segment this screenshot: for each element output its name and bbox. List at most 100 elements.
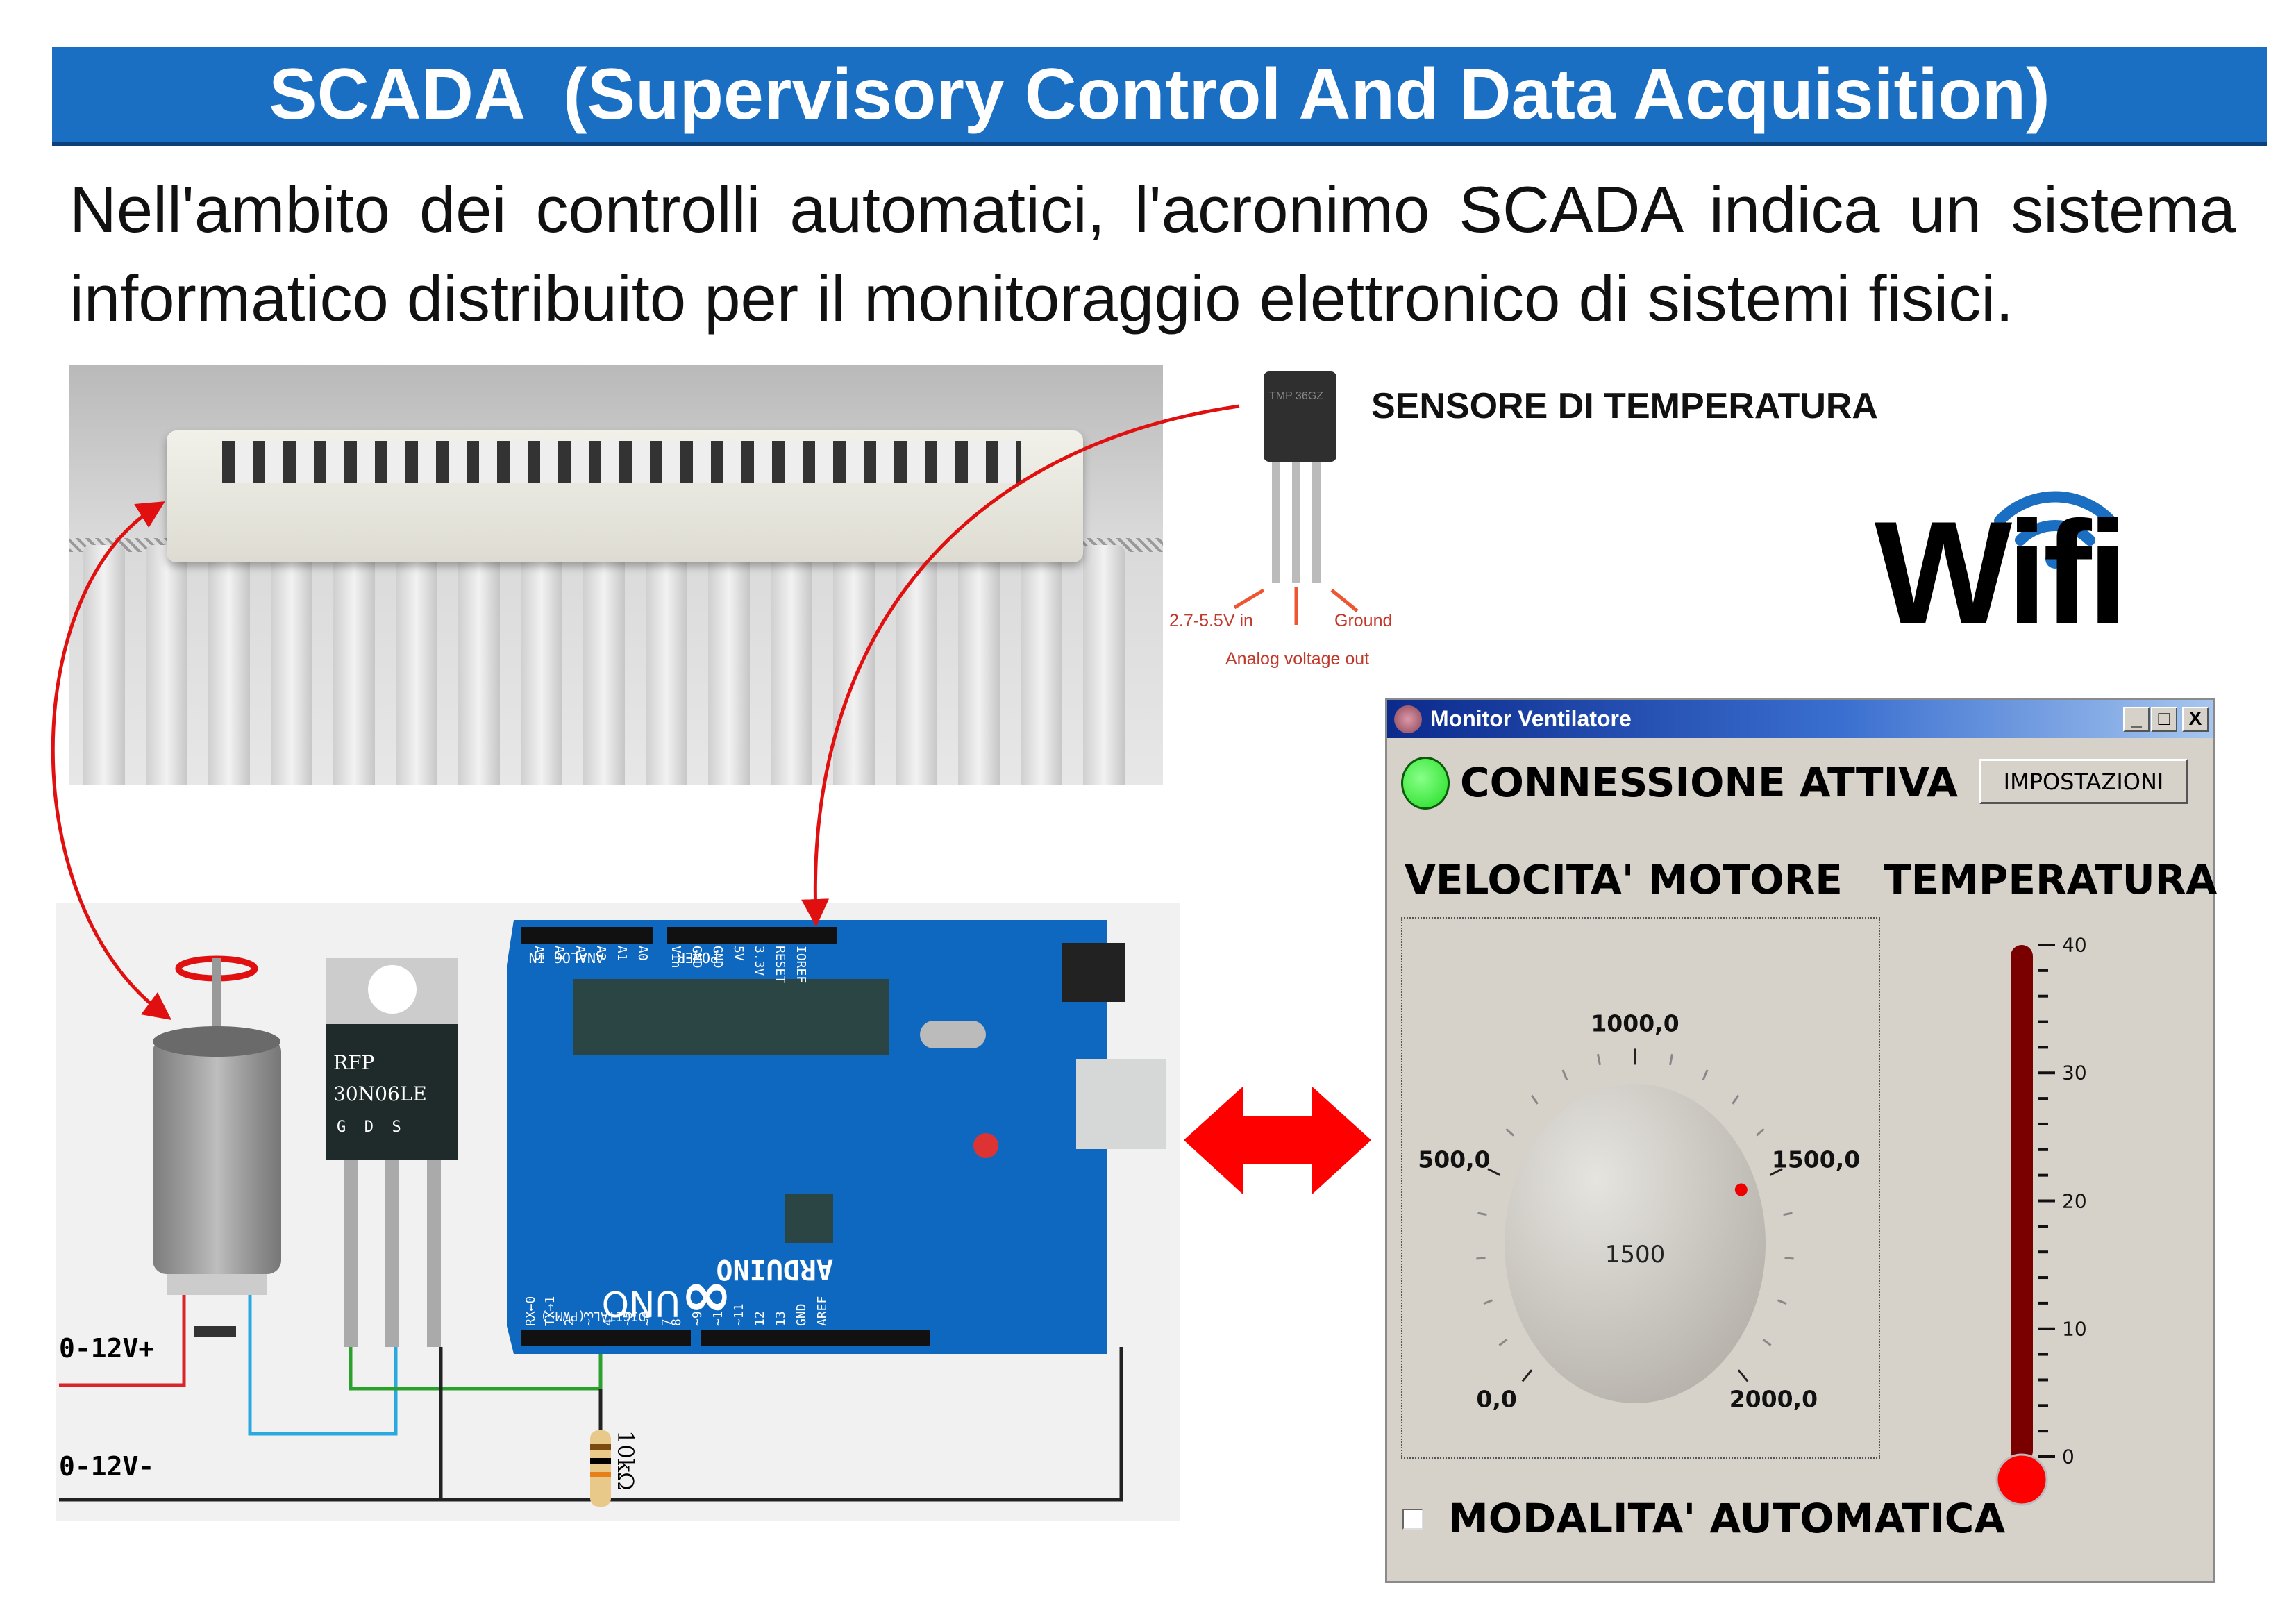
pin-label: A0 [635,946,650,961]
resistor [590,1430,611,1507]
pin-label: Vin [669,946,683,969]
mosfet-line1: RFP [333,1051,374,1074]
thermometer-tube [2011,945,2033,1462]
sensor-label: SENSORE DI TEMPERATURA [1371,386,1878,426]
monitor-window: Monitor Ventilatore _ □ X CONNESSIONE AT… [1385,698,2218,1585]
pin-label: ~10 [711,1303,726,1326]
gauge-tick [1755,1128,1765,1137]
gauge-tick [1732,1094,1740,1105]
pin-label: A3 [573,946,587,961]
connection-status-led [1401,757,1450,810]
window-title: Monitor Ventilatore [1430,706,1632,731]
gauge-label: 500,0 [1418,1146,1491,1173]
mosfet: RFP 30N06LE G D S [326,958,458,1347]
gauge-tick [1783,1212,1793,1216]
gauge-label: 0,0 [1476,1385,1517,1413]
pin-label: GND [710,946,725,969]
circuit-diagram: 0-12V+ 0-12V- 10kΩ RFP 30N06LE G D S ARD… [56,903,1180,1521]
pin-label: 3.3V [752,946,766,976]
pin-label: 7 [660,1319,674,1326]
wifi-logo: Wifi [1875,479,2173,660]
pin-label: RESET [773,946,787,983]
intro-paragraph: Nell'ambito dei controlli automatici, l'… [69,173,2236,335]
pin-label: 8 [669,1319,684,1326]
arduino-uno-board: ARDUINO UNO ∞ ANALOG IN POWER DIGITAL (P… [507,920,1166,1354]
temperature-sensor-image: TMP 36GZ 2.7-5.5V in Ground Analog volta… [1169,371,1392,669]
gauge-tick [1477,1212,1487,1216]
diode [194,1326,236,1337]
wire-drain [248,1291,398,1436]
gauge-tick [1702,1069,1709,1080]
pin-vin-label: 2.7-5.5V in [1169,611,1253,630]
pin-label: RX←0 [523,1296,538,1326]
thermometer-label: 20 [2062,1189,2087,1212]
auto-mode-label: MODALITA' AUTOMATICA [1448,1495,2006,1542]
pin-ground-label: Ground [1334,611,1392,630]
gauge-tick [1737,1369,1749,1382]
pin-label: 12 [753,1311,767,1326]
thermometer-bulb [1995,1453,2048,1506]
pin-label: GND [689,946,704,969]
page-title: SCADA (Supervisory Control And Data Acqu… [52,47,2267,146]
pin-label: A4 [552,946,567,961]
pin-label: 2 [562,1319,577,1326]
maximize-button[interactable]: □ [2151,707,2177,732]
thermometer-label: 10 [2062,1317,2087,1341]
gauge-tick [1505,1128,1515,1137]
app-icon [1394,705,1422,733]
sensor-chip-text: TMP 36GZ [1269,390,1323,402]
pin-label: 4 [601,1319,616,1326]
wire-vplus [59,1291,186,1387]
pin-label: ~3 [582,1311,596,1326]
resistor-label: 10kΩ [612,1430,639,1491]
pin-label: A2 [594,946,608,961]
thermometer-label: 0 [2062,1445,2075,1468]
temperature-heading: TEMPERATURA [1884,856,2218,903]
analog-in-label: ANALOG IN [529,949,604,966]
close-button[interactable]: X [2182,707,2209,732]
digital-label: DIGITAL (PWM~) [540,1309,646,1323]
speed-knob[interactable]: 1500 [1387,700,2217,1585]
minimize-button[interactable]: _ [2123,707,2150,732]
gauge-tick [1561,1069,1568,1080]
gauge-tick [1483,1299,1493,1305]
wifi-text: Wifi [1875,491,2128,654]
gauge-tick [1762,1339,1772,1346]
window-titlebar[interactable]: Monitor Ventilatore [1387,700,2213,738]
connection-status-text: CONNESSIONE ATTIVA [1460,759,1959,806]
mosfet-pins: G D S [337,1119,401,1136]
gauge-label: 1000,0 [1591,1010,1679,1037]
arduino-logo-icon: ∞ [680,1258,732,1331]
gauge-label: 2000,0 [1729,1385,1818,1413]
pin-label: ~11 [732,1303,746,1326]
auto-mode-checkbox[interactable] [1402,1509,1423,1530]
speed-gauge-frame [1401,917,1880,1459]
pin-label: GND [794,1303,809,1326]
wire-ground [59,1347,1123,1502]
gauge-tick [1487,1168,1501,1176]
radiator-photo [69,365,1163,785]
dc-motor [153,955,281,1295]
thermometer-label: 40 [2062,933,2087,957]
gauge-tick [1668,1053,1674,1066]
gauge-tick [1521,1369,1533,1382]
pin-label: 5V [731,946,746,961]
gauge-tick [1476,1257,1486,1260]
pin-label: A1 [614,946,629,961]
pin-label: ~6 [640,1311,655,1326]
knob-body [1505,1084,1766,1403]
pin-label: TX→1 [543,1296,558,1326]
gauge-tick [1498,1339,1508,1346]
knob-value: 1500 [1605,1241,1666,1269]
knob-indicator [1734,1183,1748,1196]
pin-label: 13 [773,1311,788,1326]
mosfet-line2: 30N06LE [333,1082,427,1105]
gauge-label: 1500,0 [1771,1146,1861,1173]
pin-label: A5 [531,946,546,961]
gauge-tick [1769,1168,1783,1176]
settings-button[interactable]: IMPOSTAZIONI [1979,759,2188,804]
thermometer-label: 30 [2062,1061,2087,1085]
vminus-label: 0-12V- [59,1451,154,1482]
speed-heading: VELOCITA' MOTORE [1405,856,1843,903]
pin-label: ~9 [690,1311,705,1326]
